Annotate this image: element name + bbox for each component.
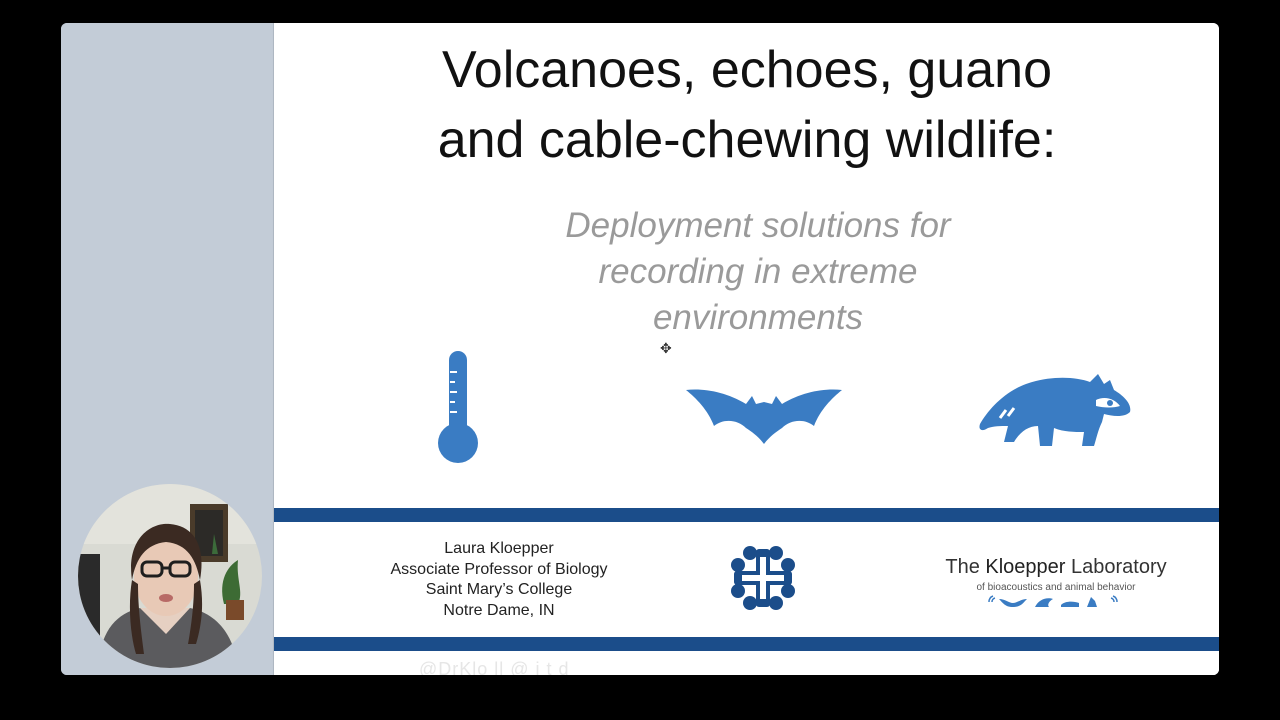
move-cursor-icon: ✥ (660, 340, 672, 356)
lab-animal-icons (988, 595, 1118, 607)
slide-subtitle-line3: environments (652, 298, 864, 337)
presentation-window: Volcanoes, echoes, guano and cable-chewi… (61, 23, 1219, 675)
slide-subtitle-line1: Deployment solutions for (565, 206, 951, 245)
presenter-video-frame (78, 484, 262, 668)
slide-title-line1: Volcanoes, echoes, guano (441, 41, 1053, 99)
lab-name: Kloepper (985, 556, 1066, 578)
slide-title-line2: and cable-chewing wildlife: (437, 111, 1057, 169)
raccoon-icon (979, 374, 1131, 446)
thermometer-icon (438, 351, 478, 463)
author-location: Notre Dame, IN (443, 601, 555, 619)
presenter-webcam[interactable] (78, 484, 262, 668)
footer-strip: @DrKlo ll @ i t d (274, 655, 1219, 675)
author-position: Associate Professor of Biology (390, 560, 608, 578)
lab-title: The Kloepper Laboratory (945, 556, 1167, 578)
slide-subtitle-line2: recording in extreme (598, 252, 918, 291)
author-institution: Saint Mary’s College (425, 581, 573, 598)
bottom-band (274, 637, 1219, 651)
author-name: Laura Kloepper (444, 540, 554, 557)
lab-subtitle: of bioacoustics and animal behavior (976, 582, 1136, 593)
top-band (274, 508, 1219, 522)
author-block: Laura Kloepper Associate Professor of Bi… (364, 539, 634, 621)
footer-cut-text: @DrKlo ll @ i t d (419, 659, 570, 675)
slide: Volcanoes, echoes, guano and cable-chewi… (273, 23, 1219, 675)
bat-icon (686, 389, 842, 444)
college-cross-logo-icon (731, 546, 795, 610)
